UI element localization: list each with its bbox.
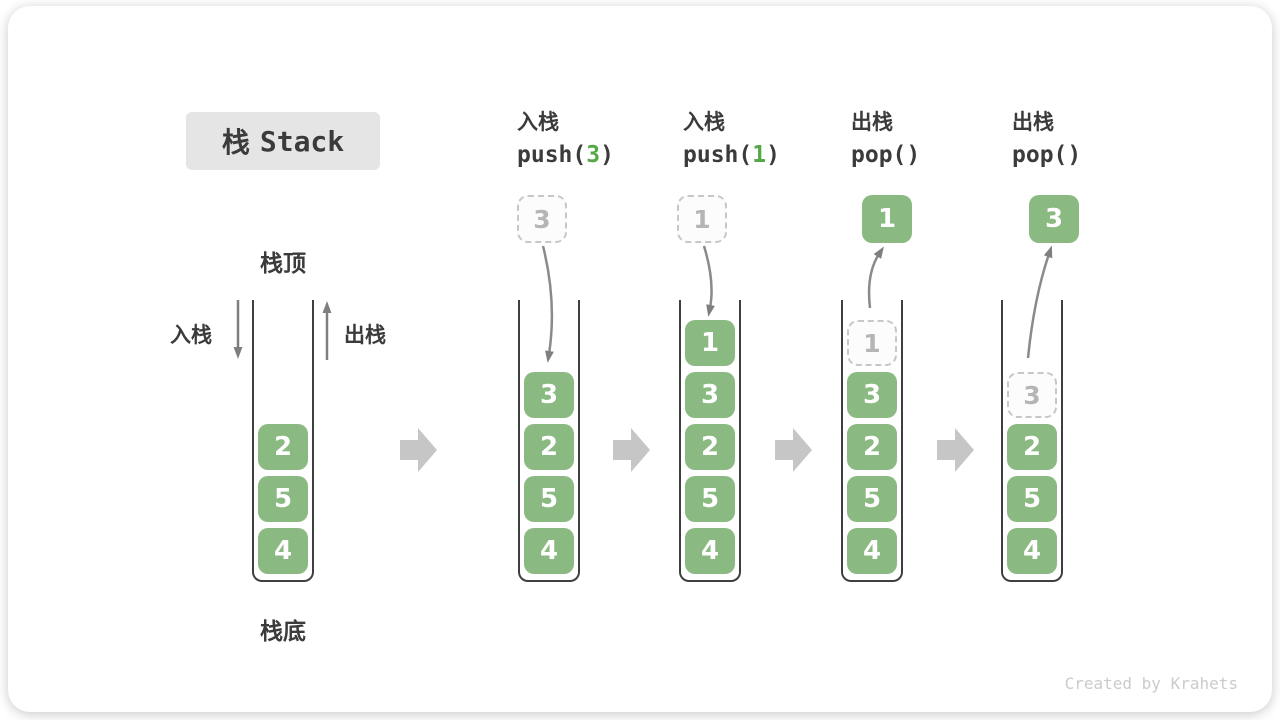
stack-block: 3: [847, 372, 897, 418]
stack-container-initial: [252, 300, 314, 582]
title-en: Stack: [259, 124, 345, 158]
stack-top-label: 栈顶: [260, 250, 306, 276]
pop-label: 出栈: [344, 324, 386, 347]
ghost-slot: 1: [847, 320, 897, 366]
stack-block: 3: [524, 372, 574, 418]
stack-bottom-label: 栈底: [260, 618, 306, 644]
title-box: 栈 Stack: [186, 112, 380, 170]
stack-block: 5: [524, 476, 574, 522]
stack-container-push-1: [679, 300, 741, 582]
stack-container-push-3: [518, 300, 580, 582]
stack-container-pop-2: [1001, 300, 1063, 582]
code-post: ): [766, 142, 780, 168]
stack-block: 4: [258, 528, 308, 574]
stack-block: 2: [524, 424, 574, 470]
op-header-pop-2: 出栈 pop(): [1012, 108, 1081, 172]
code-arg: 1: [752, 142, 767, 168]
stack-block: 4: [685, 528, 735, 574]
push-label: 入栈: [170, 324, 212, 347]
op-label: 入栈: [683, 111, 725, 134]
code-post: ): [600, 142, 614, 168]
op-header-push-1: 入栈 push(1): [683, 108, 780, 172]
title-zh: 栈: [221, 127, 250, 158]
code-pre: push(: [517, 142, 587, 168]
incoming-value-box: 3: [517, 195, 567, 243]
watermark: Created by Krahets: [1064, 674, 1238, 693]
op-code: pop(): [851, 138, 920, 172]
op-code: push(3): [517, 138, 614, 172]
stack-block: 1: [685, 320, 735, 366]
op-label: 出栈: [851, 111, 893, 134]
op-label: 入栈: [517, 111, 559, 134]
stack-block: 4: [524, 528, 574, 574]
incoming-value-box: 1: [677, 195, 727, 243]
stack-block: 4: [847, 528, 897, 574]
stack-block: 2: [685, 424, 735, 470]
op-code: push(1): [683, 138, 780, 172]
stack-container-pop-1: [841, 300, 903, 582]
stack-block: 2: [1007, 424, 1057, 470]
stack-block: 5: [847, 476, 897, 522]
stack-block: 2: [847, 424, 897, 470]
code-pre: pop(): [851, 142, 921, 168]
op-header-push-3: 入栈 push(3): [517, 108, 614, 172]
op-header-pop-1: 出栈 pop(): [851, 108, 920, 172]
popped-value-box: 1: [862, 195, 912, 243]
stack-block: 3: [685, 372, 735, 418]
code-arg: 3: [586, 142, 601, 168]
code-pre: pop(): [1012, 142, 1082, 168]
stack-block: 5: [1007, 476, 1057, 522]
stack-block: 5: [258, 476, 308, 522]
op-code: pop(): [1012, 138, 1081, 172]
stack-block: 5: [685, 476, 735, 522]
stack-block: 4: [1007, 528, 1057, 574]
op-label: 出栈: [1012, 111, 1054, 134]
stack-block: 2: [258, 424, 308, 470]
popped-value-box: 3: [1029, 195, 1079, 243]
code-pre: push(: [683, 142, 753, 168]
ghost-slot: 3: [1007, 372, 1057, 418]
